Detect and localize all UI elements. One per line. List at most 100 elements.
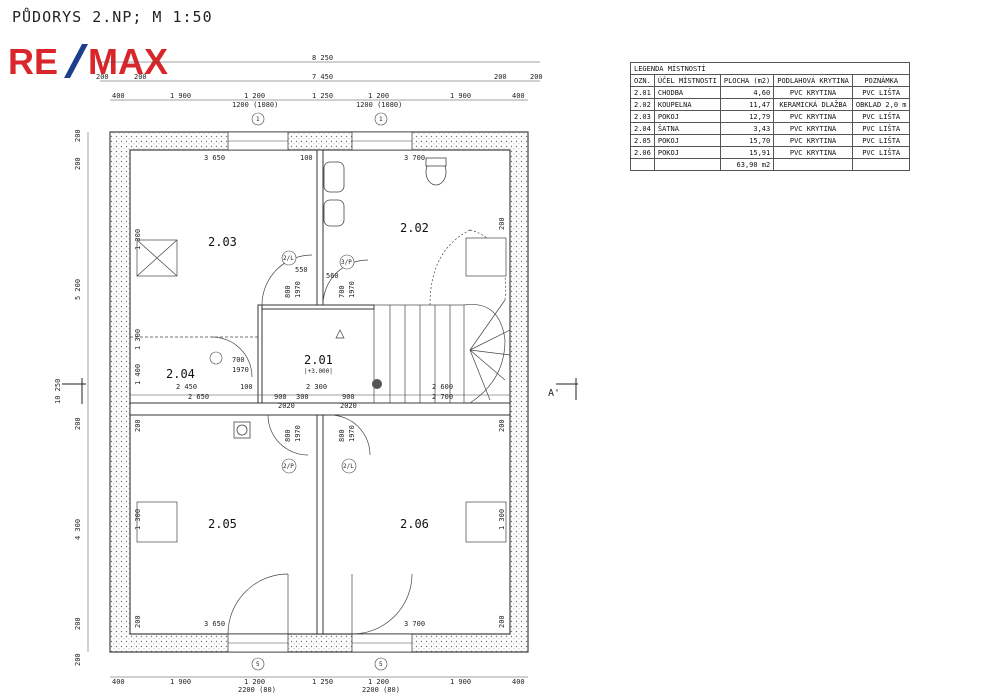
legend-cell: POKOJ: [653, 110, 721, 123]
dim-door-700b: 700: [338, 285, 346, 298]
dim-win-205: 1 300: [134, 509, 142, 530]
legend-header: PLOCHA (m2): [719, 74, 775, 87]
legend-cell: POKOJ: [653, 134, 721, 147]
dim-top-total: 8 250: [312, 54, 333, 62]
staircase: [373, 229, 511, 404]
room-label-201: 2.01: [304, 353, 333, 367]
legend-cell: POKOJ: [653, 146, 721, 159]
legend-cell: 2.06: [630, 146, 655, 159]
dim-left-0: 200: [74, 129, 82, 142]
legend-header: PODLAHOVÁ KRYTINA: [773, 74, 853, 87]
dim-top-3: 1 250: [312, 92, 333, 100]
legend-row: 2.05 POKOJ 15,70 PVC KRYTINA PVC LIŠTA: [630, 134, 911, 147]
dim-door-1400: 1 400: [134, 364, 142, 385]
dim-room-201: 2 300: [306, 383, 327, 391]
legend-cell: PVC LIŠTA: [851, 146, 911, 159]
room-label-205: 2.05: [208, 517, 237, 531]
remax-logo: RE MAX: [8, 41, 168, 82]
dim-room-204a: 2 450: [176, 383, 197, 391]
dim-top-wall-left: 200: [96, 73, 109, 81]
dim-door-1970d: 1970: [294, 425, 302, 442]
dim-right-200a: 200: [498, 419, 506, 432]
dim-door-560: 560: [326, 272, 339, 280]
dim-top-2: 1 200: [244, 92, 265, 100]
interior-wall-horizontal: [129, 402, 511, 416]
dim-bottom-6: 400: [512, 678, 525, 686]
legend-header: ÚČEL MÍSTNOSTI: [653, 74, 721, 87]
legend-row: 2.06 POKOJ 15,91 PVC KRYTINA PVC LIŠTA: [630, 146, 911, 159]
dim-wall-100b: 100: [240, 383, 253, 391]
dim-door-800c: 800: [338, 429, 346, 442]
bathroom-fixtures: [323, 157, 447, 227]
dim-room-206: 3 700: [404, 620, 425, 628]
legend-cell: KOUPELNA: [653, 98, 721, 111]
ventilation-box: [233, 421, 251, 439]
legend-cell: 2.04: [630, 122, 655, 135]
corridor-wall-left: [257, 304, 263, 404]
dim-bottom-3: 1 250: [312, 678, 333, 686]
dim-left-4: 4 300: [74, 519, 82, 540]
legend-cell: 15,70: [719, 134, 775, 147]
dim-room-205: 3 650: [204, 620, 225, 628]
dim-top-4: 1 200: [368, 92, 389, 100]
window-tag-3: 5: [256, 661, 260, 668]
room-201-level: |+3.000|: [304, 368, 333, 375]
door-tag-4: 2/L: [343, 463, 354, 470]
legend-total: 63,90 m2: [719, 158, 775, 171]
dim-door-1970b: 1970: [294, 281, 302, 298]
door-tag-2: 3/P: [341, 259, 352, 266]
dim-top-wall-right2: 200: [494, 73, 507, 81]
legend-cell: 2.05: [630, 134, 655, 147]
legend-header: POZNÁMKA: [851, 74, 911, 87]
legend-cell: 3,43: [719, 122, 775, 135]
dim-room-202: 3 700: [404, 154, 425, 162]
legend-cell: PVC LIŠTA: [851, 86, 911, 99]
legend-cell: 12,79: [719, 110, 775, 123]
legend-cell: OBKLAD 2,0 m: [851, 98, 911, 111]
dim-door-1300: 1 300: [134, 329, 142, 350]
window-tag-4: 5: [379, 661, 383, 668]
svg-text:MAX: MAX: [88, 41, 168, 82]
dim-right-200b: 200: [498, 615, 506, 628]
corridor-wall-top: [261, 304, 375, 310]
dim-bottom-5: 1 900: [450, 678, 471, 686]
dim-left-5: 200: [74, 617, 82, 630]
legend-row: 2.01 CHODBA 4,60 PVC KRYTINA PVC LIŠTA: [630, 86, 911, 99]
legend-cell: PVC LIŠTA: [851, 110, 911, 123]
room-label-204: 2.04: [166, 367, 195, 381]
legend-cell: 2.03: [630, 110, 655, 123]
dim-bottom-window-right: 2200 (80): [362, 686, 400, 694]
legend-cell: 4,60: [719, 86, 775, 99]
legend-cell: 2.02: [630, 98, 655, 111]
legend-cell: PVC KRYTINA: [773, 134, 853, 147]
dim-win-206: 1 300: [498, 509, 506, 530]
legend-cell: ŠATNA: [653, 122, 721, 135]
dim-top-window-left: 1200 (1080): [232, 101, 278, 109]
dim-left-6: 200: [74, 653, 82, 666]
legend-cell: PVC KRYTINA: [773, 146, 853, 159]
dim-door-1970e: 1970: [348, 425, 356, 442]
dim-door-800b: 800: [284, 429, 292, 442]
dim-left-mark: 10 250: [54, 379, 62, 404]
legend-cell: PVC LIŠTA: [851, 122, 911, 135]
stair-arrow-dot: [372, 379, 382, 389]
dim-left-1: 200: [74, 157, 82, 170]
window-tag-2: 1: [379, 116, 383, 123]
dim-mid-2020a: 2020: [278, 402, 295, 410]
dim-door-1970c: 1970: [348, 281, 356, 298]
dim-top-5: 1 900: [450, 92, 471, 100]
legend-cell: 2.01: [630, 86, 655, 99]
dim-top-window-right: 1200 (1080): [356, 101, 402, 109]
room-label-203: 2.03: [208, 235, 237, 249]
interior-wall-vertical-upper: [316, 149, 324, 306]
dim-top-6: 400: [512, 92, 525, 100]
dim-stair-1: 2 600: [432, 383, 453, 391]
dim-bottom-0: 400: [112, 678, 125, 686]
legend-row: 2.02 KOUPELNA 11,47 KERAMICKÁ DLAŽBA OBK…: [630, 98, 911, 111]
dim-room-204b: 2 650: [188, 393, 209, 401]
legend-total-row: 63,90 m2: [630, 158, 911, 171]
legend-row: 2.04 ŠATNA 3,43 PVC KRYTINA PVC LIŠTA: [630, 122, 911, 135]
dim-bottom-1: 1 900: [170, 678, 191, 686]
svg-text:RE: RE: [8, 41, 58, 82]
dim-mid-1: 300: [296, 393, 309, 401]
